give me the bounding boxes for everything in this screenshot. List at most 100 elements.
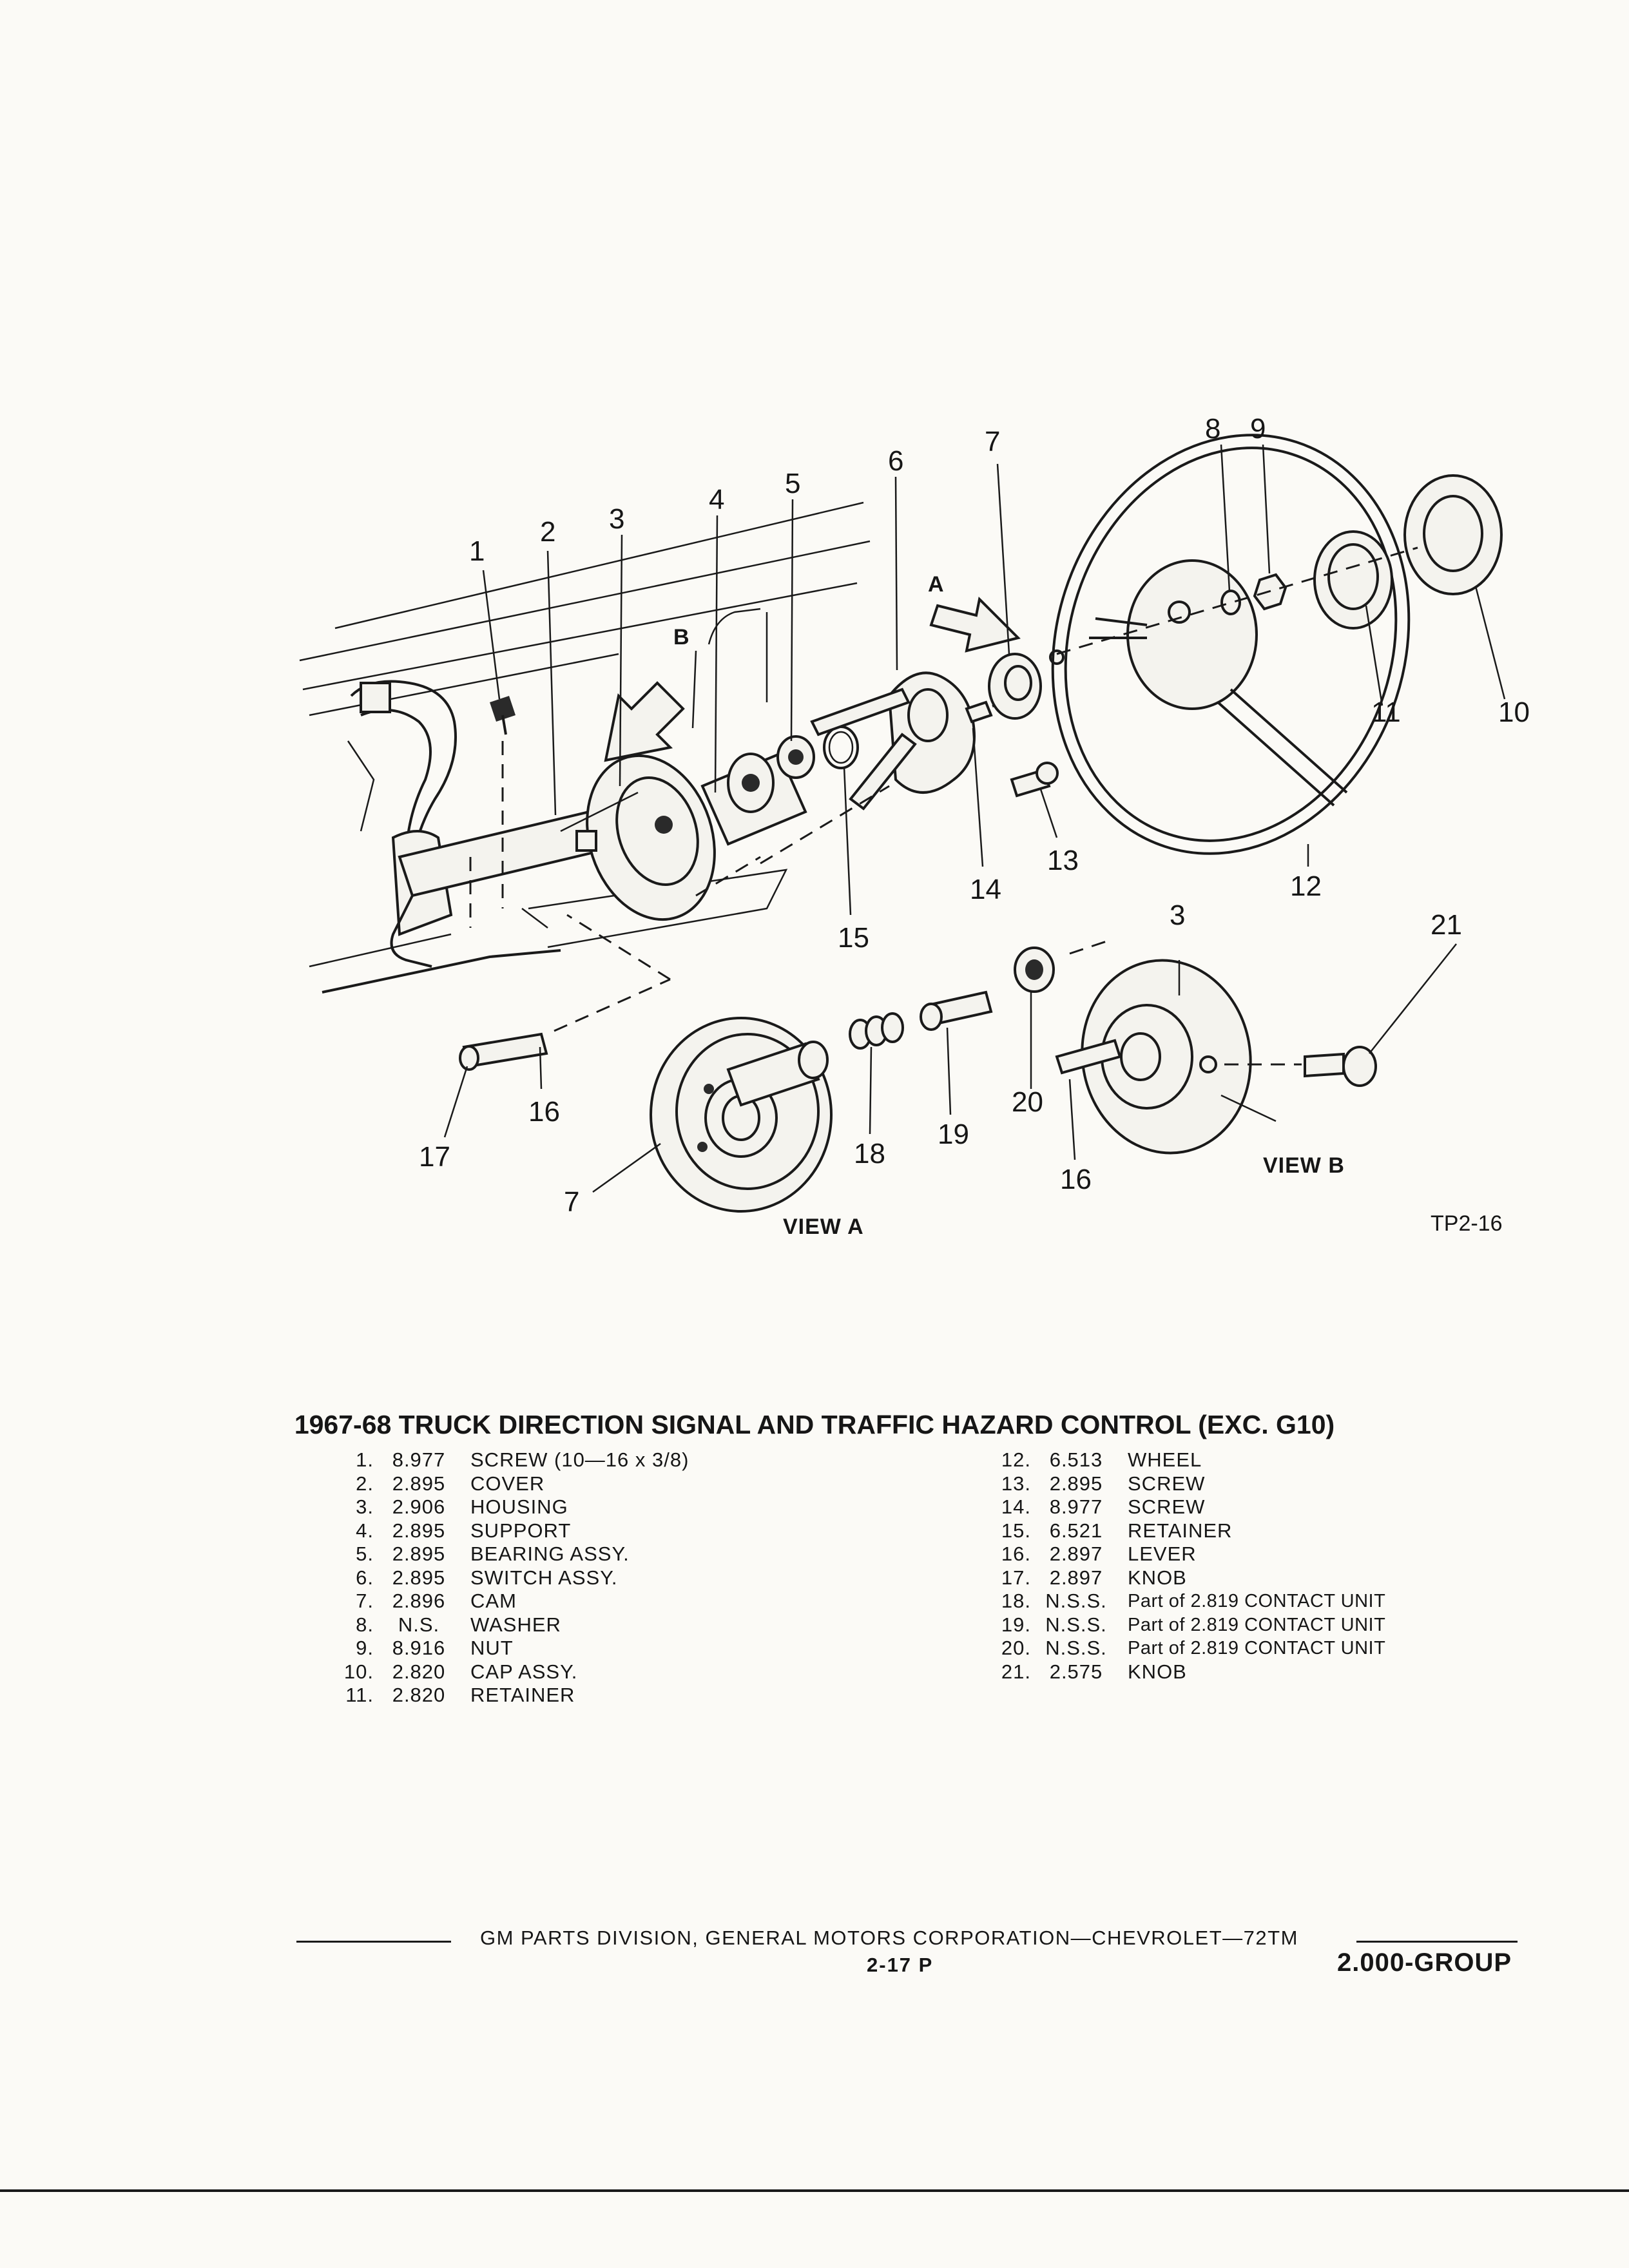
parts-list-row: 18. N.S.S. Part of 2.819 CONTACT UNIT [992, 1590, 1385, 1613]
part-description: RETAINER [1128, 1519, 1233, 1542]
part-group-code: 2.897 [1049, 1566, 1103, 1589]
part-group-code: 2.895 [392, 1519, 446, 1542]
part-number: 8. [356, 1613, 374, 1636]
parts-list-row: 20. N.S.S. Part of 2.819 CONTACT UNIT [992, 1637, 1385, 1660]
part-group-code: 6.513 [1049, 1448, 1103, 1471]
part-number: 4. [356, 1519, 374, 1542]
steering-wheel-part-12 [1051, 434, 1411, 855]
callout-20: 20 [1012, 1086, 1043, 1118]
part-description: COVER [470, 1472, 545, 1495]
part-description: SCREW [1128, 1495, 1206, 1518]
callout-19: 19 [938, 1119, 969, 1150]
footer-rule-left [296, 1941, 451, 1943]
part-number: 9. [356, 1637, 374, 1659]
lever-part-16 [459, 1032, 548, 1071]
part-group-code: 2.895 [392, 1472, 446, 1495]
contact-part-19 [920, 990, 993, 1031]
parts-list-row: 2. 2.895 COVER [335, 1472, 689, 1496]
part-number: 18. [1001, 1590, 1031, 1612]
part-group-code: 8.916 [392, 1637, 446, 1659]
part-description: SCREW [1128, 1472, 1206, 1495]
part-group-code: 2.895 [392, 1566, 446, 1589]
part-group-code: N.S.S. [1045, 1590, 1107, 1612]
parts-list-row: 13. 2.895 SCREW [992, 1472, 1385, 1496]
footer-rule-right [1356, 1941, 1518, 1943]
part-description: CAM [470, 1590, 517, 1612]
part-group-code: 2.895 [392, 1542, 446, 1565]
callout-9: 9 [1250, 413, 1266, 445]
part-description: SCREW (10—16 x 3/8) [470, 1448, 689, 1471]
part-number: 1. [356, 1448, 374, 1471]
part-number: 16. [1001, 1542, 1031, 1565]
part-number: 20. [1001, 1637, 1031, 1659]
footer-division: GM PARTS DIVISION, GENERAL MOTORS CORPOR… [480, 1927, 1298, 1949]
part-group-code: N.S.S. [1045, 1613, 1107, 1636]
retainer-part-11 [1313, 530, 1393, 629]
part-number: 3. [356, 1495, 374, 1518]
part-number: 13. [1001, 1472, 1031, 1495]
view-b-detail [1055, 959, 1252, 1155]
part-description: Part of 2.819 CONTACT UNIT [1128, 1638, 1386, 1658]
callout-12: 12 [1290, 870, 1322, 902]
part-group-code: 8.977 [392, 1448, 446, 1471]
callout-8: 8 [1205, 413, 1220, 445]
arrow-label-a: A [928, 572, 945, 597]
part-description: LEVER [1128, 1542, 1197, 1565]
callout-14: 14 [970, 874, 1001, 905]
parts-list-row: 19.N.S.S.Part of 2.819 CONTACT UNIT [992, 1613, 1385, 1637]
part-number: 12. [1001, 1448, 1031, 1471]
part-group-code: N.S. [398, 1613, 440, 1636]
parts-list-left: 1. 8.977 SCREW (10—16 x 3/8) 2. 2.895 COVER 3.… [335, 1448, 689, 1707]
part-number: 11. [345, 1684, 374, 1706]
view-arrow-a [929, 596, 1021, 653]
group-label: 2.000-GROUP [1337, 1948, 1512, 1977]
part-description: SUPPORT [470, 1519, 572, 1542]
parts-list-row: 4. 2.895 SUPPORT [335, 1519, 689, 1543]
part-number: 2. [356, 1472, 374, 1495]
callout-2: 2 [540, 516, 555, 548]
contact-part-20 [1014, 947, 1055, 993]
part-number: 17. [1001, 1566, 1031, 1589]
parts-list-row: 9. 8.916 NUT [335, 1637, 689, 1660]
callout-11: 11 [1371, 697, 1401, 728]
part-group-code: 2.895 [1049, 1472, 1103, 1495]
arrow-label-b: B [673, 625, 690, 649]
view-a-label: VIEW A [783, 1215, 864, 1239]
part-number: 14. [1001, 1495, 1031, 1518]
part-number: 10. [343, 1660, 374, 1683]
cap-assy-part-10 [1403, 474, 1503, 595]
retainer-part-15 [823, 726, 859, 769]
callout-5: 5 [785, 468, 800, 499]
part-number: 19. [1001, 1613, 1031, 1636]
callout-16: 16 [528, 1096, 560, 1128]
part-group-code: 2.896 [392, 1590, 446, 1612]
callout-3-view-b: 3 [1170, 899, 1185, 931]
parts-list-row: 1. 8.977 SCREW (10—16 x 3/8) [335, 1448, 689, 1472]
part-description: Part of 2.819 CONTACT UNIT [1128, 1591, 1386, 1611]
page-title: 1967-68 TRUCK DIRECTION SIGNAL AND TRAFF… [294, 1410, 1335, 1439]
figure-reference: TP2-16 [1431, 1211, 1503, 1236]
part-group-code: 6.521 [1049, 1519, 1103, 1542]
screw-part-1 [490, 696, 516, 831]
part-number: 6. [356, 1566, 374, 1589]
housing-part-3 [560, 754, 716, 921]
wiring-harness [347, 680, 457, 936]
part-group-code: N.S.S. [1045, 1637, 1107, 1659]
callout-17: 17 [419, 1141, 450, 1173]
exploded-parts-diagram: 1 2 3 4 5 6 7 8 9 10 11 12 13 14 15 16 1… [299, 413, 1530, 1239]
part-group-code: 2.906 [392, 1495, 446, 1518]
view-arrow-b [604, 681, 685, 762]
part-description: WHEEL [1128, 1448, 1202, 1471]
parts-list-row: 12. 6.513 WHEEL [992, 1448, 1385, 1472]
part-description: NUT [470, 1637, 514, 1659]
callout-15: 15 [838, 922, 869, 954]
page-number: 2-17 P [867, 1954, 934, 1976]
